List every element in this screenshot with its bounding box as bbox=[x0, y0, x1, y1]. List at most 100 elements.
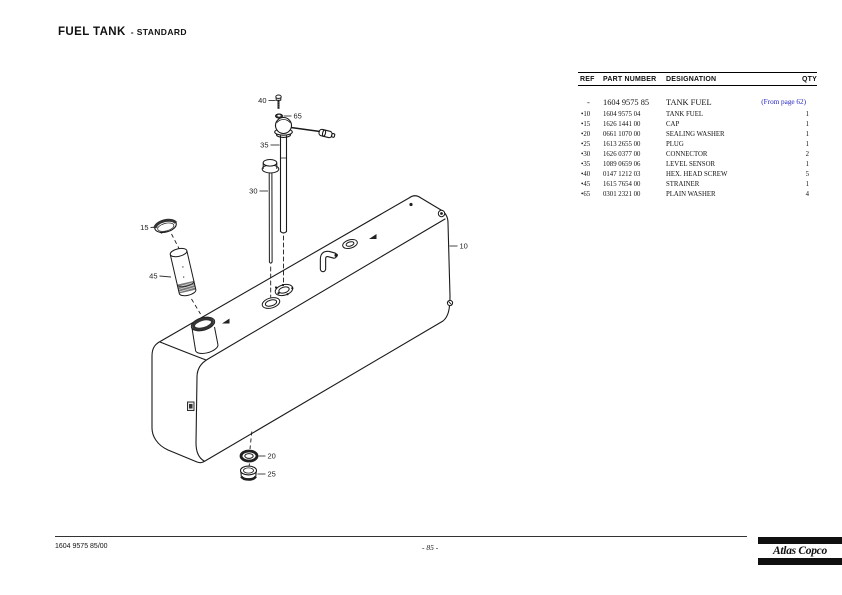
ref-bullet: • bbox=[581, 110, 584, 118]
cell-part-number: 0147 1212 03 bbox=[603, 170, 641, 178]
callout-10-label: 10 bbox=[460, 242, 468, 251]
cell-part-number: 1089 0659 06 bbox=[603, 160, 641, 168]
cell-part-number: 0661 1070 00 bbox=[603, 130, 641, 138]
table-row: •40 0147 1212 03 HEX. HEAD SCREW 5 bbox=[578, 169, 817, 179]
cell-part-number: 1604 9575 04 bbox=[603, 110, 641, 118]
connector-part bbox=[261, 159, 280, 298]
cell-designation: PLAIN WASHER bbox=[666, 190, 716, 198]
tank-latch-icon bbox=[187, 401, 195, 411]
callout-30-label: 30 bbox=[249, 187, 257, 196]
col-header-part-number: PART NUMBER bbox=[603, 75, 657, 83]
sealing-washer-part bbox=[239, 449, 259, 463]
cell-part-number: 1613 2655 00 bbox=[603, 140, 641, 148]
cell-designation: PLUG bbox=[666, 140, 684, 148]
logo-wordmark: Atlas Copco bbox=[773, 544, 827, 557]
callout-20-label: 20 bbox=[268, 452, 276, 461]
cell-part-number: 1626 1441 00 bbox=[603, 120, 641, 128]
cell-designation: LEVEL SENSOR bbox=[666, 160, 716, 168]
gauge-port bbox=[261, 297, 281, 309]
col-header-designation: DESIGNATION bbox=[666, 75, 717, 83]
cell-ref: 30 bbox=[583, 150, 591, 158]
cell-part-number: 1615 7654 00 bbox=[603, 180, 641, 188]
connector-elbow bbox=[319, 250, 338, 273]
cell-ref: - bbox=[587, 97, 590, 107]
cell-qty: 2 bbox=[805, 150, 809, 158]
cell-part-number: 0301 2321 00 bbox=[603, 190, 641, 198]
cell-designation: SEALING WASHER bbox=[666, 130, 725, 138]
ref-bullet: • bbox=[581, 180, 584, 188]
table-row: •65 0301 2321 00 PLAIN WASHER 4 bbox=[578, 189, 817, 199]
ref-bullet: • bbox=[581, 120, 584, 128]
callout-15-label: 15 bbox=[140, 223, 148, 232]
page-title: FUEL TANK - STANDARD bbox=[58, 26, 187, 38]
strainer-part bbox=[169, 247, 197, 297]
col-header-qty: QTY bbox=[802, 75, 817, 83]
document-number: 1604 9575 85/00 bbox=[55, 543, 108, 550]
table-row: •10 1604 9575 04 TANK FUEL 1 bbox=[578, 109, 817, 119]
atlas-copco-logo: Atlas Copco bbox=[758, 537, 842, 565]
page-title-main: FUEL TANK bbox=[58, 26, 126, 38]
from-page-link[interactable]: (From page 62) bbox=[761, 98, 806, 106]
cell-ref: 45 bbox=[583, 180, 591, 188]
cell-qty: 1 bbox=[805, 180, 809, 188]
table-row: •15 1626 1441 00 CAP 1 bbox=[578, 119, 817, 129]
drain-axis-dash bbox=[249, 431, 253, 450]
cell-ref: 10 bbox=[583, 110, 591, 118]
cell-qty: 1 bbox=[805, 130, 809, 138]
cell-designation: CAP bbox=[666, 120, 680, 128]
callout-40-label: 40 bbox=[258, 96, 266, 105]
table-row: •20 0661 1070 00 SEALING WASHER 1 bbox=[578, 129, 817, 139]
table-row: •25 1613 2655 00 PLUG 1 bbox=[578, 139, 817, 149]
cell-ref: 65 bbox=[583, 190, 591, 198]
cell-qty: 5 bbox=[805, 170, 809, 178]
ref-bullet: • bbox=[581, 140, 584, 148]
cell-ref: 15 bbox=[583, 120, 591, 128]
table-row: •45 1615 7654 00 STRAINER 1 bbox=[578, 179, 817, 189]
level-sensor-part bbox=[274, 116, 336, 284]
return-port bbox=[342, 238, 358, 250]
fuel-tank-body bbox=[151, 195, 451, 464]
assembly-axis-dash-top bbox=[171, 233, 180, 249]
cell-ref: 20 bbox=[583, 130, 591, 138]
table-row-main: - 1604 9575 85 TANK FUEL (From page 62) bbox=[578, 96, 817, 108]
cell-designation: TANK FUEL bbox=[666, 97, 712, 107]
cell-part-number: 1604 9575 85 bbox=[603, 97, 650, 107]
table-row: •30 1626 0377 00 CONNECTOR 2 bbox=[578, 149, 817, 159]
ref-bullet: • bbox=[581, 170, 584, 178]
cell-designation: HEX. HEAD SCREW bbox=[666, 170, 728, 178]
cell-designation: STRAINER bbox=[666, 180, 700, 188]
plain-washer-part bbox=[274, 113, 283, 119]
cell-ref: 25 bbox=[583, 140, 591, 148]
table-row: •35 1089 0659 06 LEVEL SENSOR 1 bbox=[578, 159, 817, 169]
cell-qty: 1 bbox=[805, 140, 809, 148]
cell-qty: 1 bbox=[805, 160, 809, 168]
parts-table-header: REF PART NUMBER DESIGNATION QTY bbox=[578, 73, 817, 86]
logo-bar-bottom bbox=[758, 557, 842, 565]
tank-screw-icons bbox=[409, 202, 454, 307]
cell-qty: 1 bbox=[805, 120, 809, 128]
callout-65-label: 65 bbox=[294, 112, 302, 121]
cell-designation: TANK FUEL bbox=[666, 110, 704, 118]
callout-leaders bbox=[150, 100, 458, 475]
ref-bullet: • bbox=[581, 190, 584, 198]
callout-35-label: 35 bbox=[260, 141, 268, 150]
page-number: - 85 - bbox=[422, 543, 439, 552]
callout-45-label: 45 bbox=[149, 272, 157, 281]
cell-qty: 4 bbox=[805, 190, 809, 198]
parts-table: REF PART NUMBER DESIGNATION QTY - 1604 9… bbox=[578, 72, 817, 199]
table-spacer bbox=[578, 86, 817, 96]
assembly-axis-dash-bottom bbox=[191, 298, 201, 315]
cell-ref: 40 bbox=[583, 170, 591, 178]
col-header-ref: REF bbox=[580, 75, 595, 83]
cell-ref: 35 bbox=[583, 160, 591, 168]
logo-bar-top bbox=[758, 537, 842, 544]
sensor-port bbox=[274, 283, 294, 297]
cell-qty: 1 bbox=[805, 110, 809, 118]
cap-part bbox=[153, 218, 178, 234]
footer-rule bbox=[55, 536, 747, 537]
vent-flag-icon bbox=[222, 234, 377, 324]
ref-bullet: • bbox=[581, 150, 584, 158]
plug-part bbox=[239, 465, 258, 481]
filler-neck bbox=[190, 316, 219, 354]
